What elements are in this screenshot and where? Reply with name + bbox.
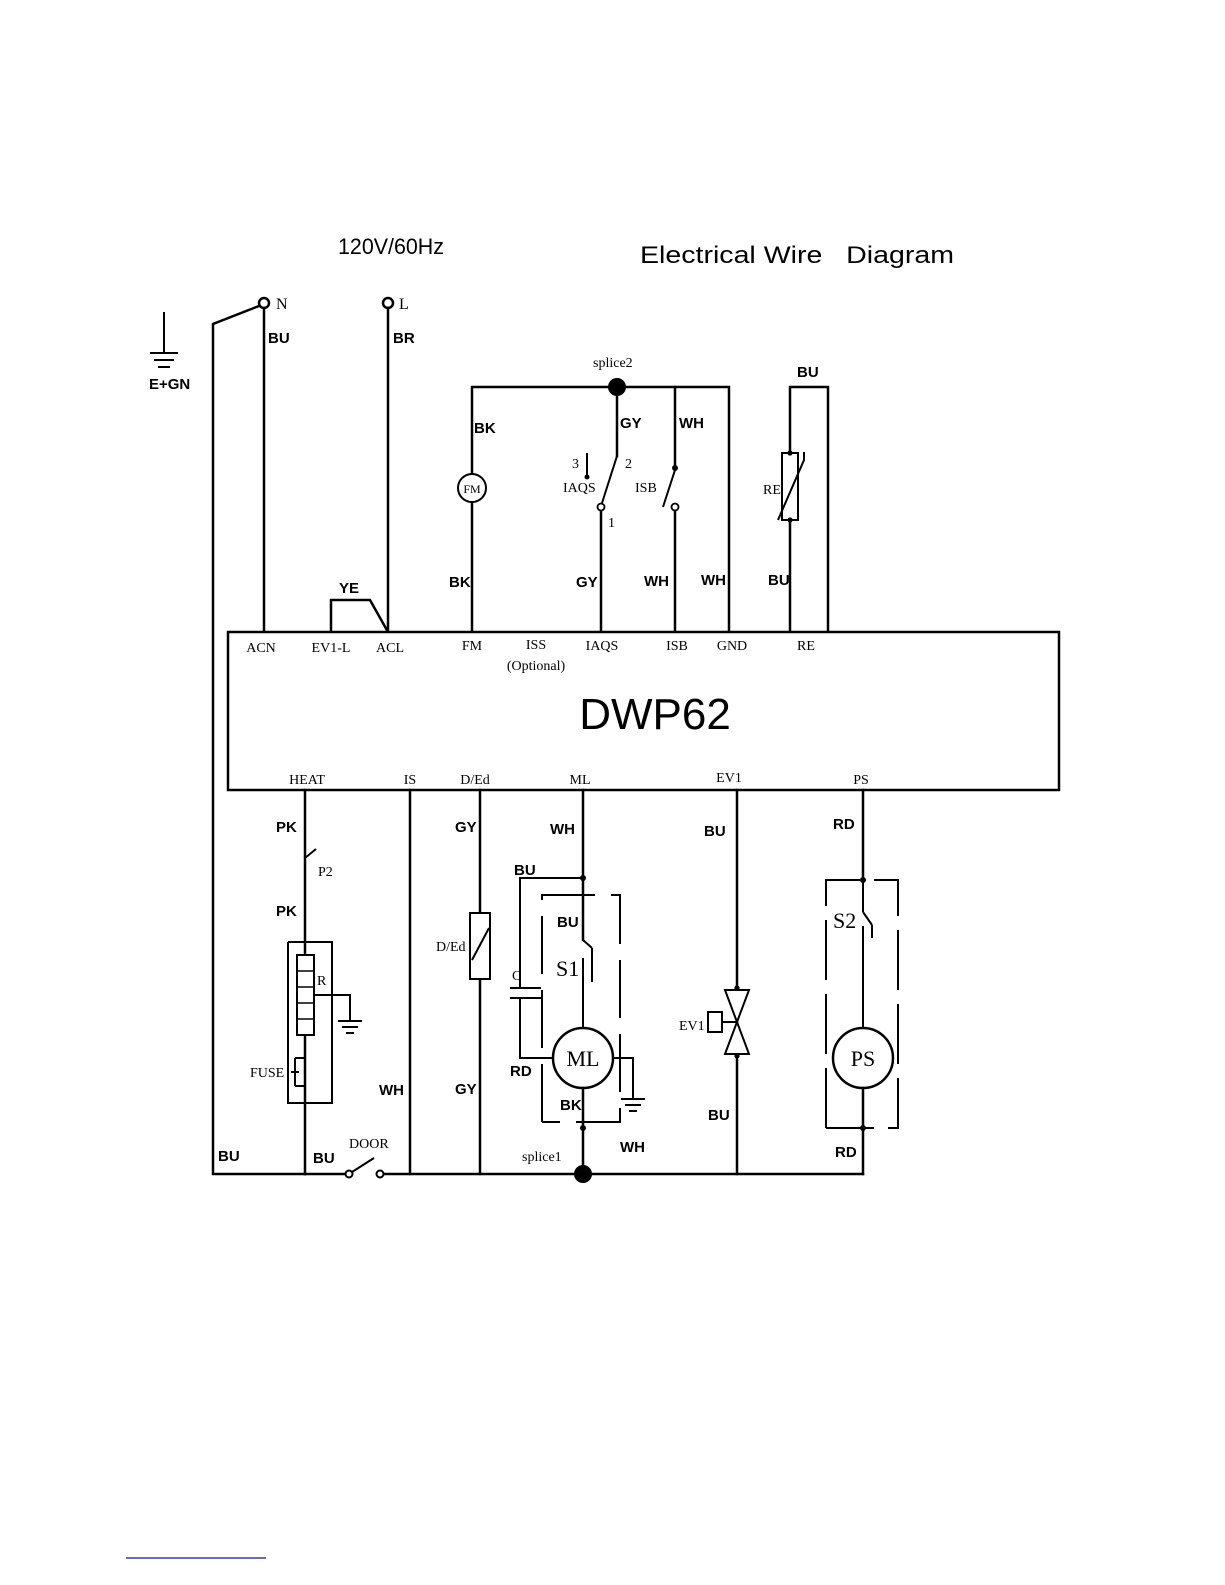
wire-color-return-bu-left: BU — [218, 1148, 240, 1165]
pin-re: RE — [797, 639, 815, 654]
p2-label: P2 — [318, 865, 333, 880]
pin-is: IS — [404, 773, 416, 788]
pin-ded: D/Ed — [460, 773, 490, 788]
wire-color-fm-bk-top: BK — [474, 420, 496, 437]
wire-color-is-wh: WH — [379, 1082, 404, 1099]
door-contact-left — [346, 1171, 353, 1178]
ground-symbol-supply — [150, 312, 178, 367]
neutral-label: N — [276, 296, 288, 313]
wire-color-gnd-wh: WH — [701, 572, 726, 589]
s2-switch-blade — [863, 912, 872, 925]
wire-color-ml-rd: RD — [510, 1063, 532, 1080]
line-label: L — [399, 296, 409, 313]
wire-color-ml-bu-left: BU — [514, 862, 536, 879]
capacitor-label: C — [512, 969, 521, 984]
fuse-symbol — [291, 1058, 305, 1086]
wire-color-ps-rd-top: RD — [833, 816, 855, 833]
iaqs-label: IAQS — [563, 481, 596, 496]
isb-switch-blade — [663, 470, 675, 507]
wire-color-ev1-bu-top: BU — [704, 823, 726, 840]
heater-r — [297, 955, 314, 1035]
re-node-bottom — [787, 517, 792, 522]
wire-color-n-bu: BU — [268, 330, 290, 347]
splice1-label: splice1 — [522, 1150, 562, 1165]
door-switch-blade — [352, 1158, 374, 1172]
isb-label: ISB — [635, 481, 657, 496]
ground-symbol-heater — [338, 1021, 362, 1033]
isb-contact-bottom — [672, 504, 679, 511]
ev1-label: EV1 — [679, 1019, 705, 1034]
iaqs-pos-1: 1 — [608, 516, 615, 531]
ground-label: E+GN — [149, 376, 190, 393]
wire-color-ml-bk: BK — [560, 1097, 582, 1114]
iaqs-contact-3-dot — [585, 475, 590, 480]
pin-fm: FM — [462, 639, 483, 654]
wire-color-ev1-bu-bottom: BU — [708, 1107, 730, 1124]
door-label: DOOR — [349, 1137, 389, 1152]
ml-label: ML — [567, 1046, 600, 1071]
line-terminal — [383, 298, 393, 308]
splice2-node — [608, 378, 626, 396]
ded-label: D/Ed — [436, 940, 466, 955]
wire-color-re-bu-top: BU — [797, 364, 819, 381]
p2-switch-blade — [305, 849, 316, 858]
wire-color-iaqs-gy-top: GY — [620, 415, 642, 432]
wire-color-re-bu-bottom: BU — [768, 572, 790, 589]
ps-label: PS — [851, 1046, 875, 1071]
s1-label: S1 — [556, 956, 579, 981]
pin-ps: PS — [853, 773, 869, 788]
diagram-title: Electrical Wire Diagram — [640, 242, 954, 269]
voltage-label: 120V/60Hz — [338, 234, 444, 259]
wire-color-ps-rd-bottom: RD — [835, 1144, 857, 1161]
iaqs-pos-3: 3 — [572, 457, 579, 472]
ground-symbol-ml — [621, 1099, 645, 1111]
pin-iss: ISS — [526, 638, 546, 653]
wire-color-ded-gy-top: GY — [455, 819, 477, 836]
ev1-coil — [708, 1012, 722, 1032]
wire-color-return-bu-door: BU — [313, 1150, 335, 1167]
fm-label: FM — [463, 482, 481, 496]
pin-acl: ACL — [376, 641, 404, 656]
door-contact-right — [377, 1171, 384, 1178]
splice2-label: splice2 — [593, 356, 633, 371]
wire-color-ye: YE — [339, 580, 359, 597]
wire-color-fm-bk-bottom: BK — [449, 574, 471, 591]
ps-node-bottom — [860, 1125, 866, 1131]
pin-ev1-l: EV1-L — [312, 641, 351, 656]
wire-color-isb-wh-bottom: WH — [644, 573, 669, 590]
re-thermistor — [782, 453, 798, 520]
re-node-top — [787, 450, 792, 455]
iaqs-pos-2: 2 — [625, 457, 632, 472]
iaqs-switch-blade — [602, 456, 617, 503]
pin-iaqs: IAQS — [586, 639, 619, 654]
pin-ml: ML — [570, 773, 591, 788]
wire-color-ml-bu-inner: BU — [557, 914, 579, 931]
pin-ev1: EV1 — [716, 771, 742, 786]
s2-label: S2 — [833, 908, 856, 933]
pin-acn: ACN — [246, 641, 276, 656]
wire-color-ded-gy-bottom: GY — [455, 1081, 477, 1098]
pin-iss-optional: (Optional) — [507, 659, 566, 674]
wire-color-iaqs-gy-bottom: GY — [576, 574, 598, 591]
pin-gnd: GND — [717, 639, 747, 654]
ev1-l-link-wire — [331, 600, 388, 632]
pin-isb: ISB — [666, 639, 688, 654]
wire-color-ml-wh-bottom: WH — [620, 1139, 645, 1156]
iaqs-contact-1 — [598, 504, 605, 511]
wire-color-heat-pk-mid: PK — [276, 903, 297, 920]
re-label: RE — [763, 483, 781, 498]
wire-color-isb-wh-top: WH — [679, 415, 704, 432]
s1-switch-blade — [583, 940, 592, 948]
pin-heat: HEAT — [289, 773, 325, 788]
heater-r-label: R — [317, 974, 327, 989]
ml-ground-wire — [613, 1058, 633, 1098]
controller-name: DWP62 — [579, 690, 731, 739]
wire-color-ml-wh-top: WH — [550, 821, 575, 838]
splice1-node — [574, 1165, 592, 1183]
wire-color-l-br: BR — [393, 330, 415, 347]
fuse-label: FUSE — [250, 1066, 284, 1081]
wire-color-heat-pk-top: PK — [276, 819, 297, 836]
ml-node-bottom — [580, 1125, 586, 1131]
